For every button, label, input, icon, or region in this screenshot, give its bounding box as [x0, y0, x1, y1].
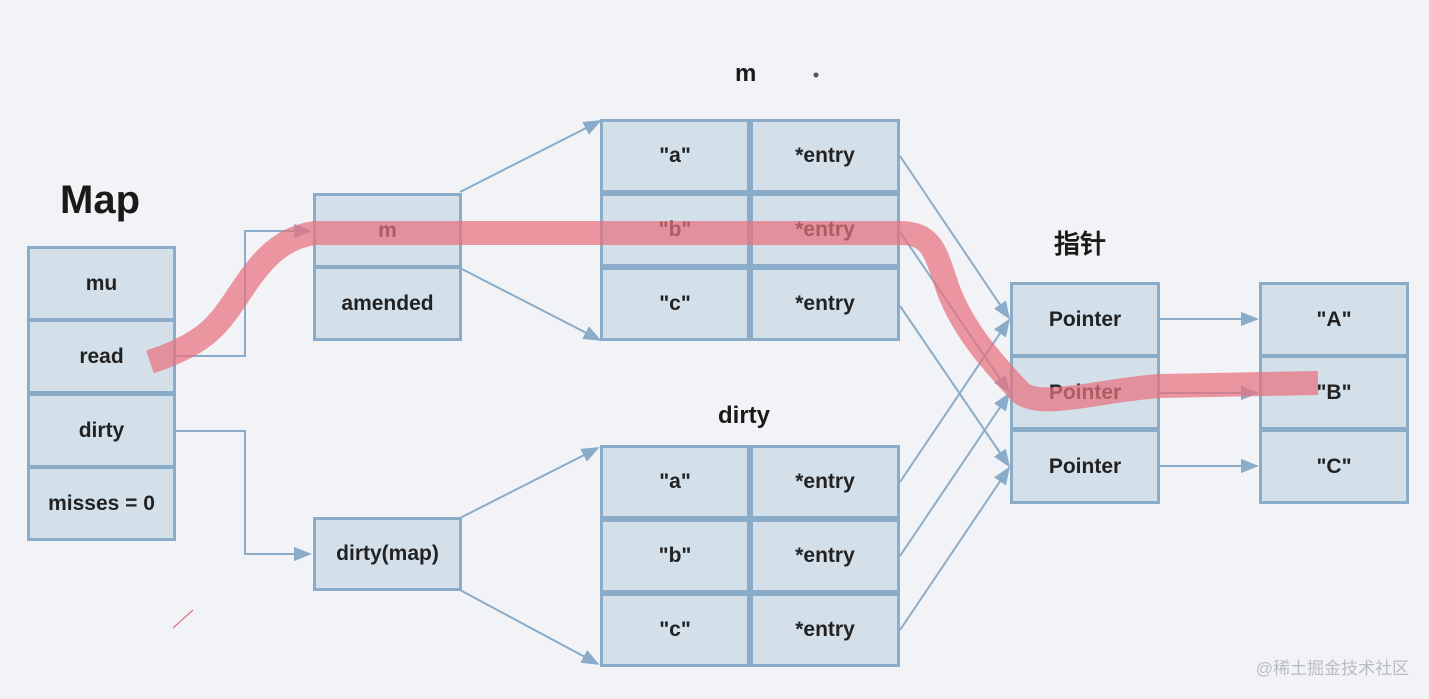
m-table-bottom-connector	[459, 267, 602, 341]
map-field-dirty: dirty	[27, 393, 176, 468]
dirty-key-b: "b"	[600, 519, 750, 593]
dirty-entry-a: *entry	[750, 445, 900, 519]
pointer-b: Pointer	[1010, 355, 1160, 430]
m-table-top-connector	[459, 120, 602, 193]
m-entry-b: *entry	[750, 193, 900, 267]
map-field-misses: misses = 0	[27, 466, 176, 541]
dirty-a-entry-arrow	[899, 318, 1011, 483]
pointer-c: Pointer	[1010, 429, 1160, 504]
read-connector	[175, 223, 312, 357]
read-field-m: m	[313, 193, 462, 268]
value-b: "B"	[1259, 355, 1409, 430]
map-field-read: read	[27, 319, 176, 394]
dirty-key-c: "c"	[600, 593, 750, 667]
read-field-amended: amended	[313, 266, 462, 341]
dirty-table-top-connector	[459, 447, 600, 519]
dirty-b-entry-arrow	[899, 392, 1011, 557]
watermark: @稀土掘金技术社区	[1255, 659, 1409, 678]
dirty-map-box: dirty(map)	[313, 517, 462, 591]
map-field-mu: mu	[27, 246, 176, 321]
dirty-title: dirty	[718, 402, 771, 429]
m-c-entry-arrow	[899, 305, 1011, 468]
dirty-c-entry-arrow	[899, 466, 1011, 631]
m-entry-c: *entry	[750, 267, 900, 341]
m-key-a: "a"	[600, 119, 750, 193]
dirty-entry-c: *entry	[750, 593, 900, 667]
value-c: "C"	[1259, 429, 1409, 504]
m-entry-a: *entry	[750, 119, 900, 193]
dirty-connector	[175, 430, 312, 562]
m-title: m	[735, 60, 757, 87]
value-a: "A"	[1259, 282, 1409, 357]
pointer-a: Pointer	[1010, 282, 1160, 357]
m-b-entry-arrow	[899, 231, 1011, 394]
m-key-c: "c"	[600, 267, 750, 341]
dirty-key-a: "a"	[600, 445, 750, 519]
map-title: Map	[60, 178, 140, 222]
dirty-entry-b: *entry	[750, 519, 900, 593]
pointer-group-title: 指针	[1054, 229, 1107, 259]
dot-mark	[813, 72, 819, 78]
stray-mark	[172, 609, 194, 629]
dirty-table-bottom-connector	[459, 589, 600, 665]
m-key-b: "b"	[600, 193, 750, 267]
m-a-entry-arrow	[899, 155, 1011, 320]
